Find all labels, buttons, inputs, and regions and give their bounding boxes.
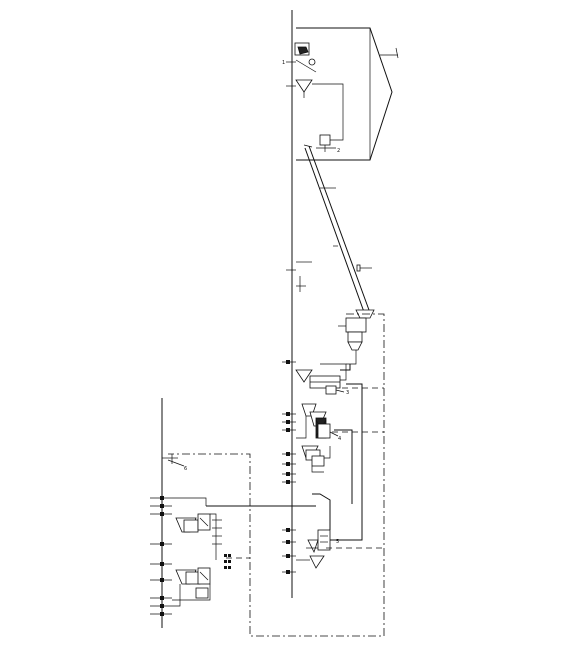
storage-building <box>296 27 399 161</box>
svg-text:3: 3 <box>346 390 349 396</box>
small-pump-cluster <box>224 554 231 569</box>
svg-text:4: 4 <box>338 436 341 442</box>
stage-one-cyclones: 4 <box>282 403 341 442</box>
feed-bin <box>338 309 375 365</box>
top-hopper <box>286 79 344 141</box>
svg-text:6: 6 <box>184 466 187 472</box>
stage-one-lower <box>282 445 331 484</box>
svg-text:5: 5 <box>336 539 339 545</box>
inclined-belt-conveyor <box>303 144 372 313</box>
building-feeder: 2 <box>316 134 340 154</box>
svg-text:2: 2 <box>337 148 340 154</box>
left-process-block <box>150 496 231 616</box>
stage-one-screen: 3 <box>282 360 349 396</box>
recycle-lines <box>168 313 385 637</box>
trunk-ticks <box>286 261 312 292</box>
svg-text:1: 1 <box>282 60 285 66</box>
top-crusher: 1 <box>282 42 317 73</box>
process-lines-middle <box>206 364 363 541</box>
left-top-valve: 6 <box>162 454 187 472</box>
stage-two-flotation: 5 <box>282 528 339 574</box>
